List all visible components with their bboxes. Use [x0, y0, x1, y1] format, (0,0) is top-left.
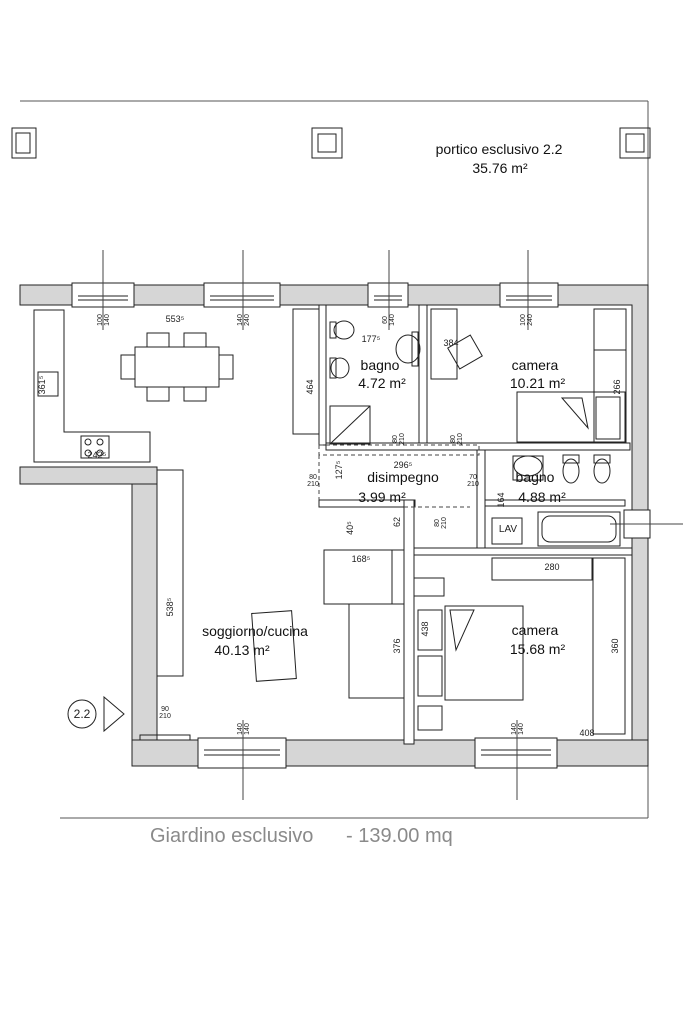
dim-361: 361⁵ — [37, 375, 47, 395]
axis-lines — [102, 250, 683, 800]
dim-408: 408 — [579, 728, 595, 738]
kitchen — [33, 309, 151, 463]
dim-40: 40⁵ — [345, 521, 355, 535]
portico-name: portico esclusivo 2.2 — [435, 141, 563, 157]
entrance-arrow — [67, 695, 125, 733]
dim-127: 127⁵ — [334, 460, 344, 480]
bagno-1-name: bagno — [360, 357, 400, 373]
dim-280: 280 — [544, 562, 560, 572]
dim-296: 296⁵ — [393, 460, 413, 470]
dim-384: 384 — [443, 338, 459, 348]
camera-1-area: 10.21 m² — [509, 375, 566, 391]
living-furniture — [139, 308, 405, 741]
bagno-1-fixtures — [329, 320, 421, 445]
bagno-2-name: bagno — [515, 469, 555, 485]
dim-266: 266 — [612, 379, 622, 395]
bagno-2-area: 4.88 m² — [518, 489, 566, 505]
dim-538: 538⁵ — [165, 597, 175, 617]
dim-464: 464 — [305, 379, 315, 395]
portico-area: 35.76 m² — [472, 160, 528, 176]
camera-1-name: camera — [511, 357, 559, 373]
garden-area: - 139.00 mq — [346, 825, 453, 847]
portico-pillars — [11, 127, 651, 159]
door-swings — [318, 444, 480, 508]
dining-table — [120, 332, 234, 402]
garden-label: Giardino esclusivo — [150, 825, 314, 847]
window-sills — [78, 295, 552, 756]
soggiorno-name: soggiorno/cucina — [202, 623, 308, 639]
camera-2-area: 15.68 m² — [509, 641, 566, 657]
dim-242: 242⁵ — [87, 450, 107, 460]
bagno-2-fixtures — [491, 454, 621, 547]
camera-2-name: camera — [511, 622, 559, 638]
dim-168: 168⁵ — [351, 554, 371, 564]
dim-376: 376 — [392, 638, 402, 654]
bagno-1-area: 4.72 m² — [358, 375, 406, 391]
dim-553: 553⁵ — [165, 314, 185, 324]
interior-walls — [318, 304, 633, 745]
camera-1-furniture — [430, 308, 627, 443]
dim-164: 164 — [496, 492, 506, 508]
dim-360: 360 — [610, 638, 620, 654]
camera-2-furniture — [413, 557, 626, 735]
dim-177: 177⁵ — [361, 334, 381, 344]
dim-438: 438 — [420, 621, 430, 637]
disimpegno-area: 3.99 m² — [358, 489, 406, 505]
dim-62: 62 — [392, 517, 402, 528]
disimpegno-name: disimpegno — [367, 469, 439, 485]
soggiorno-area: 40.13 m² — [214, 642, 270, 658]
lav-label: LAV — [498, 524, 518, 535]
entrance-marker: 2.2 — [73, 707, 91, 721]
